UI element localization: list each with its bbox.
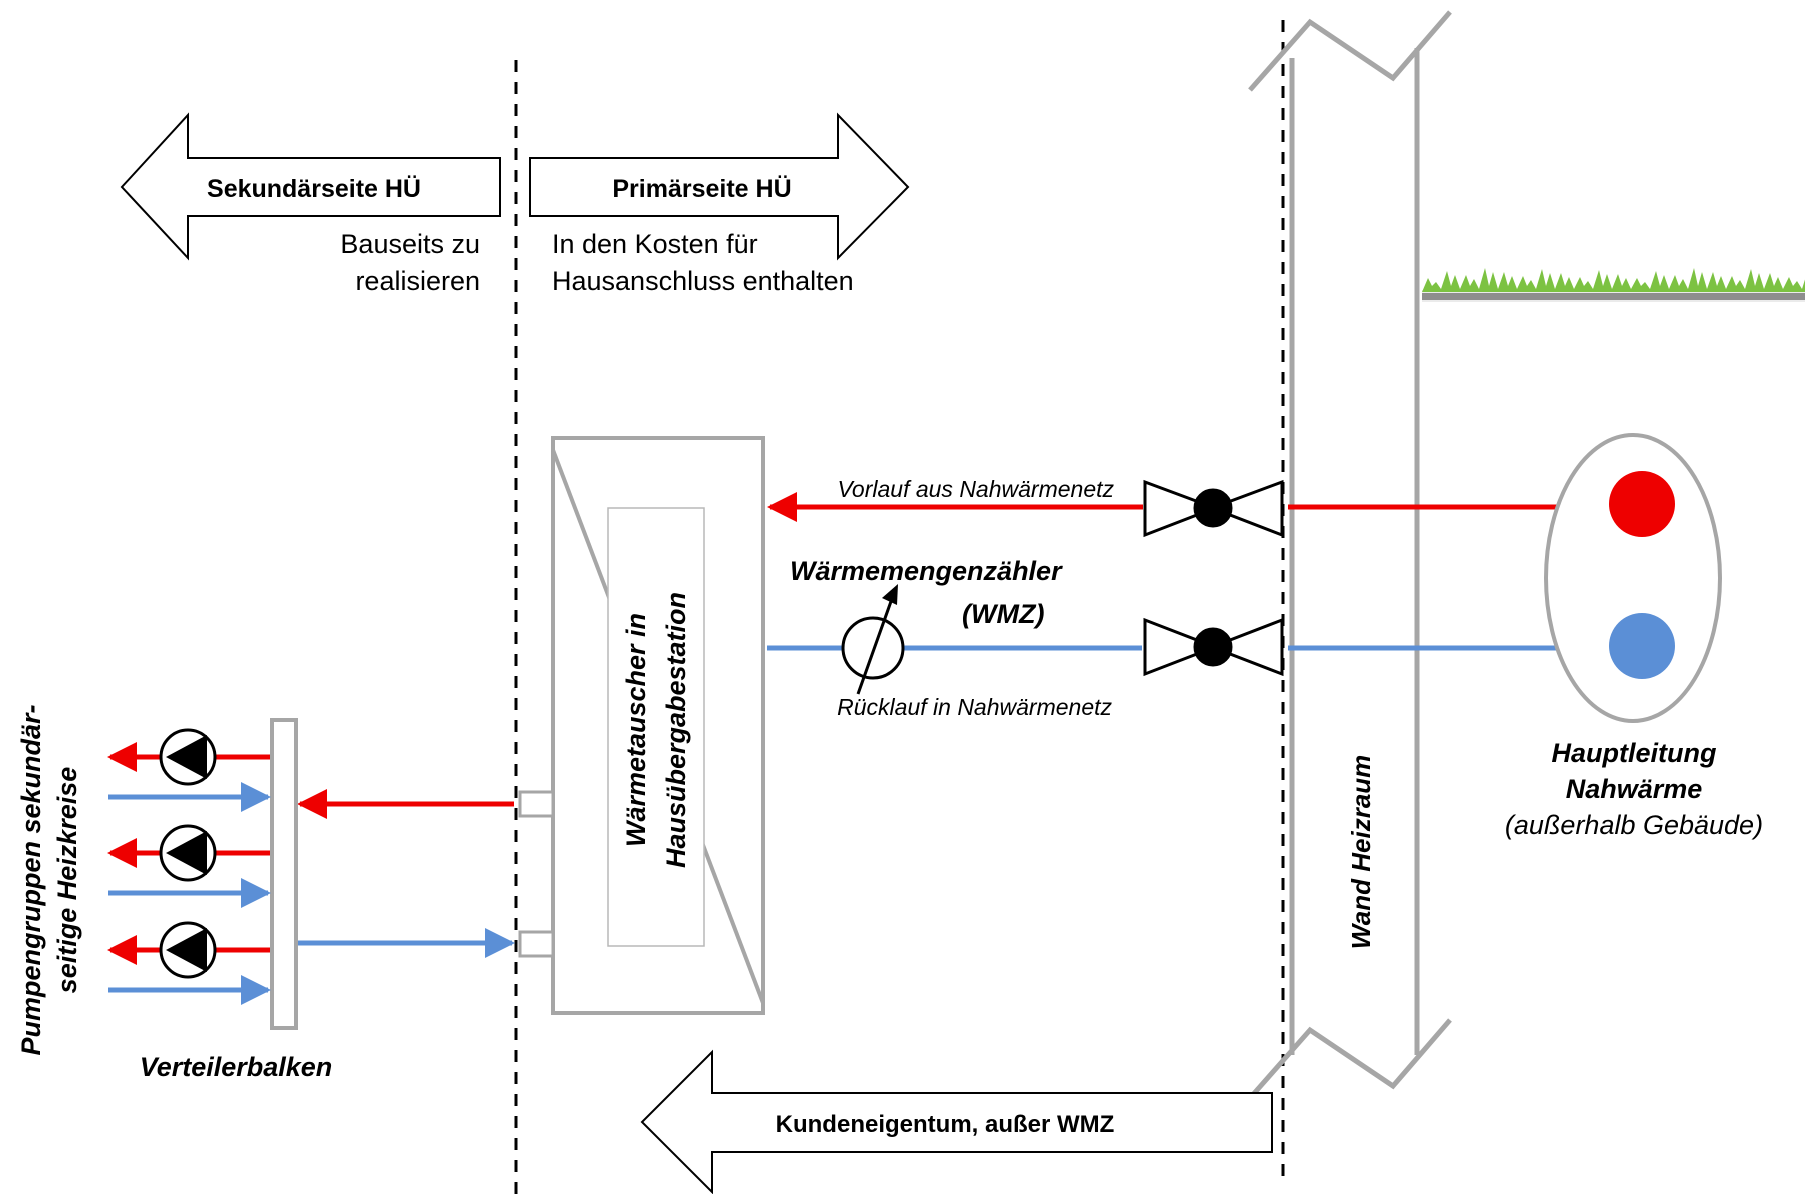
supply-main-icon: [1609, 471, 1675, 537]
valve-icon: [1143, 617, 1284, 677]
main-label-3: (außerhalb Gebäude): [1505, 810, 1763, 840]
pump-icon: [107, 728, 271, 812]
primary-side-arrow: [529, 112, 910, 261]
secondary-side-note-2: realisieren: [355, 266, 480, 296]
valve-icon: [1143, 479, 1284, 538]
secondary-side-title: Sekundärseite HÜ: [207, 174, 421, 203]
secondary-side-arrow: [120, 112, 501, 261]
meter-label-2: (WMZ): [962, 599, 1044, 629]
main-line-nahwaerme: [1544, 433, 1722, 723]
primary-side-note-1: In den Kosten für: [552, 229, 758, 259]
pump-icon: [107, 824, 271, 908]
heat-exchanger: [518, 436, 765, 1015]
pump-icon: [107, 921, 271, 1005]
secondary-side-note-1: Bauseits zu: [340, 229, 480, 259]
ownership-label: Kundeneigentum, außer WMZ: [776, 1111, 1115, 1138]
pumps-label-2: seitige Heizkreise: [52, 767, 82, 994]
meter-label-1: Wärmemengenzähler: [790, 556, 1063, 586]
wall-heizraum: [1248, 10, 1452, 1100]
primary-side-note-2: Hausanschluss enthalten: [552, 266, 854, 296]
heat-exchanger-label-1: Wärmetauscher in: [621, 613, 651, 847]
return-main-icon: [1609, 613, 1675, 679]
pump-groups: [107, 728, 271, 1005]
main-label-1: Hauptleitung: [1552, 738, 1717, 768]
wall-label: Wand Heizraum: [1346, 755, 1376, 950]
manifold-label: Verteilerbalken: [140, 1052, 333, 1082]
ownership-arrow: [640, 1049, 1273, 1195]
pumps-label-1: Pumpengruppen sekundär-: [16, 704, 46, 1055]
main-label-2: Nahwärme: [1566, 774, 1703, 804]
heat-exchanger-label-2: Hausübergabestation: [661, 592, 691, 868]
primary-side-title: Primärseite HÜ: [612, 174, 791, 203]
supply-line-label: Vorlauf aus Nahwärmenetz: [837, 476, 1114, 502]
return-line-label: Rücklauf in Nahwärmenetz: [837, 694, 1112, 720]
manifold: [270, 718, 298, 1030]
heat-meter-icon: [841, 584, 905, 695]
grass-icon: [1422, 268, 1805, 302]
